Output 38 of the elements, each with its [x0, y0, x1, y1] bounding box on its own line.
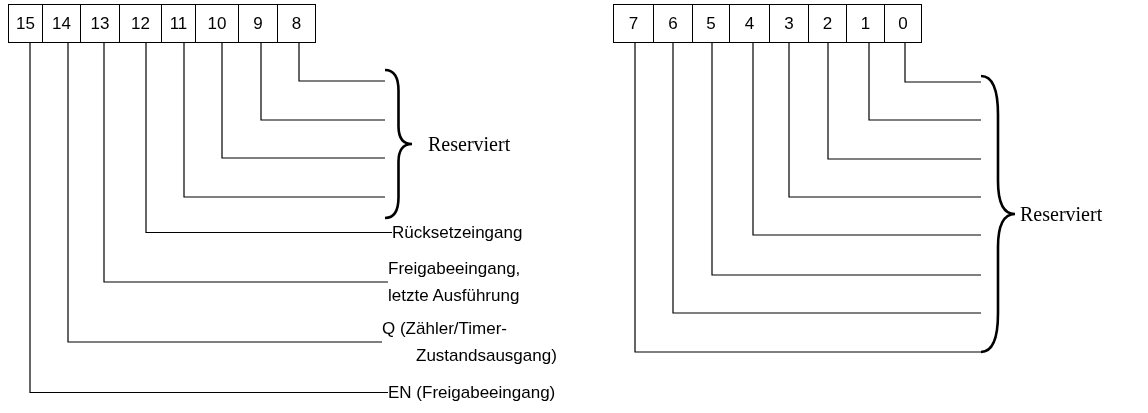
bit-number: 13 — [80, 4, 120, 43]
bit-number: 10 — [195, 4, 239, 43]
bit-number: 4 — [729, 4, 770, 43]
leader-line — [788, 42, 982, 198]
signal-label: Freigabeeingang, letzte Ausführung — [388, 255, 538, 309]
leader-line — [827, 42, 982, 160]
bit-number: 8 — [277, 4, 316, 43]
signal-label: EN (Freigabeeingang) — [388, 379, 608, 406]
bracket-label: Reserviert — [1020, 202, 1103, 226]
bit-number: 1 — [846, 4, 885, 43]
leader-line — [103, 42, 389, 283]
leader-line — [145, 42, 393, 234]
bit-number: 3 — [769, 4, 809, 43]
leader-line — [183, 42, 386, 198]
leader-line — [298, 42, 386, 82]
leader-line — [221, 42, 386, 159]
leader-line — [752, 42, 982, 236]
bit-number: 6 — [653, 4, 693, 43]
bit-number: 7 — [613, 4, 654, 43]
signal-label: Rücksetzeingang — [392, 219, 592, 246]
bit-number: 14 — [42, 4, 81, 43]
leader-line — [711, 42, 982, 276]
bit-number: 5 — [692, 4, 730, 43]
bit-number: 9 — [238, 4, 278, 43]
leader-line — [260, 42, 386, 121]
signal-label: Q (Zähler/Timer- Zustandsausgang) — [382, 315, 597, 369]
bit-number: 15 — [8, 4, 43, 43]
bit-number: 11 — [161, 4, 196, 43]
bit-number: 12 — [119, 4, 162, 43]
leader-line — [67, 42, 383, 343]
leader-line — [29, 42, 389, 394]
bracket-label: Reserviert — [428, 132, 511, 156]
leader-line — [672, 42, 982, 314]
leader-line — [868, 42, 982, 121]
bit-number: 0 — [884, 4, 922, 43]
leader-line — [634, 42, 982, 353]
leader-line — [904, 42, 982, 83]
bit-number: 2 — [808, 4, 847, 43]
